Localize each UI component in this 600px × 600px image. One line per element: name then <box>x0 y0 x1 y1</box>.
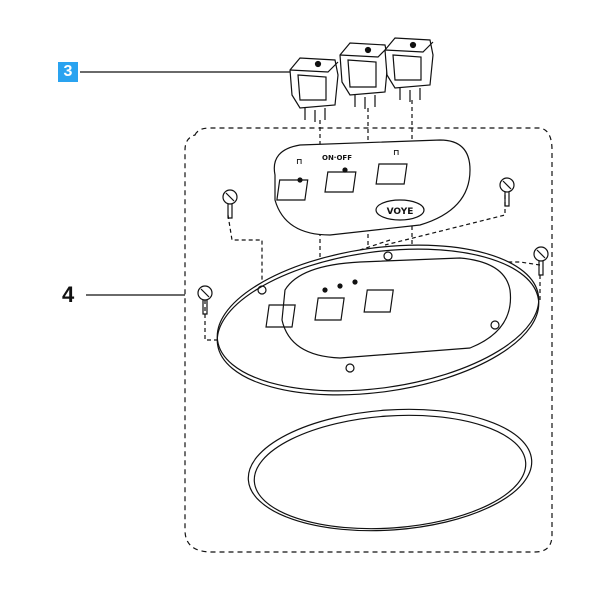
rocker-switch-right <box>384 37 434 102</box>
nameplate-text: VOYE <box>387 207 414 217</box>
callout-4[interactable]: 4 <box>62 282 75 307</box>
nameplate-badge <box>375 199 425 221</box>
screw-top-right <box>499 177 515 207</box>
rocker-switch-left <box>289 57 339 122</box>
rocker-switch-middle <box>339 42 389 109</box>
gasket-ring <box>247 408 533 532</box>
screw-top-left <box>222 189 238 219</box>
top-faceplate: ⊓ ON·OFF ⊓ <box>273 139 471 236</box>
base-plate <box>216 244 540 396</box>
svg-text:⊓: ⊓ <box>393 148 399 157</box>
svg-text:⊓: ⊓ <box>296 157 302 166</box>
screw-left <box>197 285 213 315</box>
screw-right <box>533 246 549 276</box>
callout-3[interactable]: 3 <box>58 62 78 82</box>
svg-text:ON·OFF: ON·OFF <box>322 154 352 162</box>
